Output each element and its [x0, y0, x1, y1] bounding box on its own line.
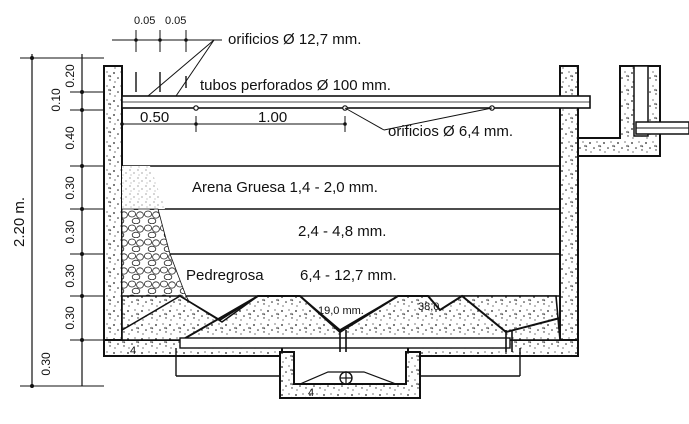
outlet-box-inner [633, 65, 649, 137]
perforated-pipe [121, 72, 591, 111]
left-wall [103, 65, 123, 357]
spacing-100-label: 1.00 [258, 109, 287, 126]
vertical-dimension-chain: 2.20 m. 0.20 0.10 0.40 0.30 0.30 0.30 0.… [11, 54, 104, 388]
dim-label: 0.40 [63, 126, 77, 150]
dim-label: 0.10 [49, 88, 63, 112]
right-wall [559, 65, 579, 357]
drain-laterals [175, 330, 521, 385]
layer-gravel-size-label: 6,4 - 12,7 mm. [300, 267, 397, 284]
dim-label: 0.30 [39, 352, 53, 376]
annotations: orificios Ø 12,7 mm. tubos perforados Ø … [130, 31, 513, 399]
layer-gravel-name-label: Pedregrosa [186, 267, 264, 284]
sand-sample [122, 166, 165, 209]
spacing-b-label: 0.05 [165, 15, 186, 27]
layer-19-label: 19,0 mm. [318, 305, 364, 317]
perforated-pipe-label: tubos perforados Ø 100 mm. [200, 77, 391, 94]
dim-label: 0.30 [63, 264, 77, 288]
orifice-dot [193, 105, 199, 111]
slab-mark: 4 [308, 387, 314, 399]
layer-coarse-sand-label: Arena Gruesa 1,4 - 2,0 mm. [192, 179, 378, 196]
dim-label: 0.30 [63, 220, 77, 244]
orifices-small-label: orificios Ø 6,4 mm. [388, 123, 513, 140]
hopper-bottom [121, 295, 561, 341]
spacing-a-label: 0.05 [134, 15, 155, 27]
drain-channel [279, 351, 421, 399]
slab-mark: 4 [130, 345, 136, 357]
spacing-050-label: 0.50 [140, 109, 169, 126]
layer-38-label: 38,0 [418, 301, 439, 313]
orifices-top-label: orificios Ø 12,7 mm. [228, 31, 361, 48]
total-height-label: 2.20 m. [11, 197, 28, 247]
pipe-spacing-dims: 0.50 1.00 [120, 107, 493, 132]
tank-walls [103, 65, 689, 399]
dim-label: 0.20 [63, 64, 77, 88]
dim-label: 0.30 [63, 306, 77, 330]
dim-label: 0.30 [63, 176, 77, 200]
top-spacing-dims: 0.05 0.05 [112, 15, 222, 97]
layer-2-label: 2,4 - 4,8 mm. [298, 223, 386, 240]
filter-media [121, 165, 561, 341]
